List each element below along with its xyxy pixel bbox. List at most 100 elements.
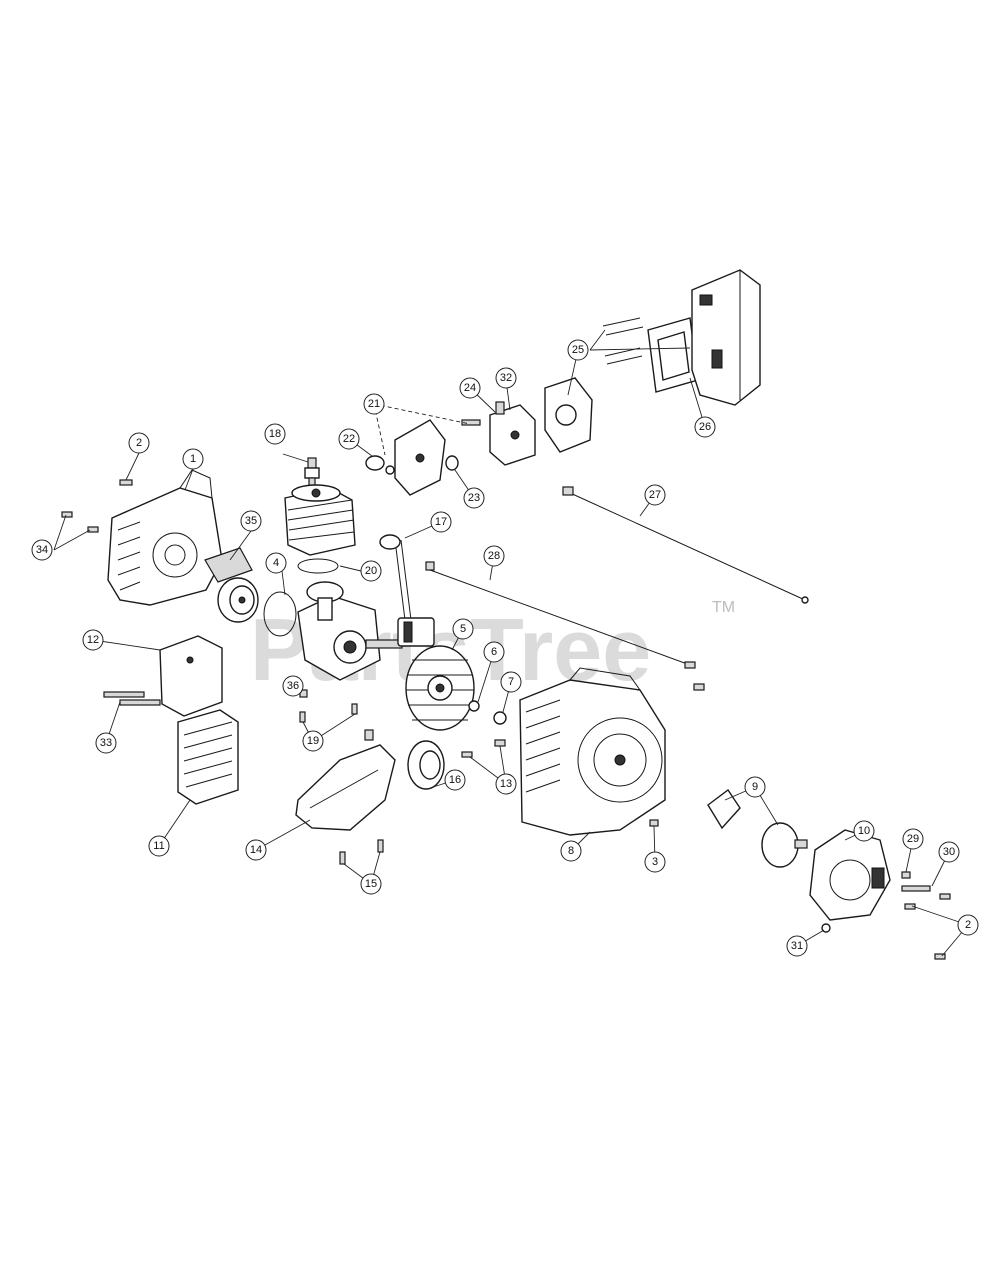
callout-28[interactable]: 28 bbox=[483, 545, 505, 567]
part-coupling-9[interactable] bbox=[707, 788, 808, 868]
part-throttle-cable-28[interactable] bbox=[425, 561, 705, 691]
callout-14[interactable]: 14 bbox=[245, 839, 267, 861]
part-filter-35[interactable] bbox=[204, 547, 253, 583]
svg-text:35: 35 bbox=[245, 515, 257, 527]
callout-31[interactable]: 31 bbox=[786, 935, 808, 957]
svg-text:32: 32 bbox=[500, 372, 512, 384]
part-screw-3[interactable] bbox=[649, 819, 659, 827]
part-screw-29[interactable] bbox=[901, 871, 911, 879]
callout-26[interactable]: 26 bbox=[694, 416, 716, 438]
svg-text:11: 11 bbox=[153, 840, 164, 852]
svg-text:22: 22 bbox=[343, 433, 355, 445]
part-screws-13[interactable] bbox=[461, 739, 506, 758]
callout-23[interactable]: 23 bbox=[463, 487, 485, 509]
part-spacer-22[interactable] bbox=[365, 455, 395, 475]
callout-18[interactable]: 18 bbox=[264, 423, 286, 445]
part-muffler-cover-12[interactable] bbox=[159, 635, 223, 717]
callout-17[interactable]: 17 bbox=[430, 511, 452, 533]
callout-29[interactable]: 29 bbox=[902, 828, 924, 850]
callout-5[interactable]: 5 bbox=[452, 618, 474, 640]
part-screws-34[interactable] bbox=[61, 511, 99, 533]
callout-25[interactable]: 25 bbox=[567, 339, 589, 361]
callout-4[interactable]: 4 bbox=[265, 552, 287, 574]
svg-text:9: 9 bbox=[752, 781, 758, 793]
callout-34[interactable]: 34 bbox=[31, 539, 53, 561]
part-screw-2b[interactable] bbox=[904, 903, 946, 960]
part-screws-15[interactable] bbox=[339, 839, 384, 865]
svg-text:31: 31 bbox=[791, 940, 803, 952]
part-fuel-line-17[interactable] bbox=[379, 534, 435, 647]
part-washer-23[interactable] bbox=[445, 455, 459, 471]
svg-text:29: 29 bbox=[907, 833, 919, 845]
svg-text:1: 1 bbox=[190, 453, 196, 465]
svg-text:14: 14 bbox=[250, 844, 262, 856]
callout-15[interactable]: 15 bbox=[360, 873, 382, 895]
svg-text:24: 24 bbox=[464, 382, 476, 394]
part-rod-27[interactable] bbox=[562, 486, 809, 604]
part-washer-6[interactable] bbox=[468, 700, 480, 712]
part-air-cleaner-cover[interactable] bbox=[691, 269, 761, 406]
callout-36[interactable]: 36 bbox=[282, 675, 304, 697]
svg-text:36: 36 bbox=[287, 680, 299, 692]
part-crankcase[interactable] bbox=[297, 581, 403, 681]
part-housing-14[interactable] bbox=[295, 729, 396, 831]
svg-text:27: 27 bbox=[649, 489, 661, 501]
callout-11[interactable]: 11 bbox=[148, 835, 170, 857]
svg-text:17: 17 bbox=[435, 516, 447, 528]
svg-text:19: 19 bbox=[307, 735, 319, 747]
callout-12[interactable]: 12 bbox=[82, 629, 104, 651]
part-filter-base-25[interactable] bbox=[544, 317, 644, 453]
svg-text:33: 33 bbox=[100, 737, 112, 749]
part-carburetor-24[interactable] bbox=[489, 401, 536, 466]
callout-20[interactable]: 20 bbox=[360, 560, 382, 582]
part-spark-plug-18[interactable] bbox=[304, 457, 320, 487]
callout-3[interactable]: 3 bbox=[644, 851, 666, 873]
callout-24[interactable]: 24 bbox=[459, 377, 481, 399]
callout-2-top[interactable]: 2 bbox=[128, 432, 150, 454]
part-adapter-21[interactable] bbox=[394, 419, 481, 496]
part-flywheel-5[interactable] bbox=[405, 645, 475, 731]
svg-text:10: 10 bbox=[858, 825, 870, 837]
part-bolts-33[interactable] bbox=[103, 691, 161, 706]
callout-9[interactable]: 9 bbox=[744, 776, 766, 798]
callout-32[interactable]: 32 bbox=[495, 367, 517, 389]
callout-7[interactable]: 7 bbox=[500, 671, 522, 693]
callout-27[interactable]: 27 bbox=[644, 484, 666, 506]
part-engine-cover-left[interactable] bbox=[107, 469, 223, 606]
callout-6[interactable]: 6 bbox=[483, 641, 505, 663]
callout-10[interactable]: 10 bbox=[853, 820, 875, 842]
part-washer-7[interactable] bbox=[493, 711, 507, 725]
callout-1[interactable]: 1 bbox=[182, 448, 204, 470]
part-o-ring-20[interactable] bbox=[297, 558, 339, 574]
callout-8[interactable]: 8 bbox=[560, 840, 582, 862]
svg-text:4: 4 bbox=[273, 557, 279, 569]
svg-text:2: 2 bbox=[136, 437, 142, 449]
callout-16[interactable]: 16 bbox=[444, 769, 466, 791]
callout-21[interactable]: 21 bbox=[363, 393, 385, 415]
svg-text:13: 13 bbox=[500, 778, 512, 790]
callout-35[interactable]: 35 bbox=[240, 510, 262, 532]
callout-22[interactable]: 22 bbox=[338, 428, 360, 450]
part-gasket-4[interactable] bbox=[263, 591, 297, 637]
svg-text:16: 16 bbox=[449, 774, 461, 786]
part-bolts-30[interactable] bbox=[901, 885, 951, 900]
part-clutch-housing-10[interactable] bbox=[809, 829, 891, 921]
part-fan-housing-8[interactable] bbox=[519, 667, 666, 836]
part-filter-foam-26[interactable] bbox=[647, 317, 699, 393]
watermark-tm: TM bbox=[712, 599, 735, 616]
callout-19[interactable]: 19 bbox=[302, 730, 324, 752]
svg-text:8: 8 bbox=[568, 845, 574, 857]
part-screws-19[interactable] bbox=[299, 703, 358, 723]
svg-text:20: 20 bbox=[365, 565, 377, 577]
callout-13[interactable]: 13 bbox=[495, 773, 517, 795]
part-clutch-16[interactable] bbox=[407, 740, 445, 790]
callout-33[interactable]: 33 bbox=[95, 732, 117, 754]
part-drum-35[interactable] bbox=[217, 577, 259, 623]
part-muffler-11[interactable] bbox=[177, 709, 239, 805]
part-screw-top-left[interactable] bbox=[119, 479, 133, 486]
callout-2-right[interactable]: 2 bbox=[957, 914, 979, 936]
svg-text:2: 2 bbox=[965, 919, 971, 931]
svg-text:15: 15 bbox=[365, 878, 377, 890]
part-cylinder[interactable] bbox=[284, 484, 356, 556]
callout-30[interactable]: 30 bbox=[938, 841, 960, 863]
